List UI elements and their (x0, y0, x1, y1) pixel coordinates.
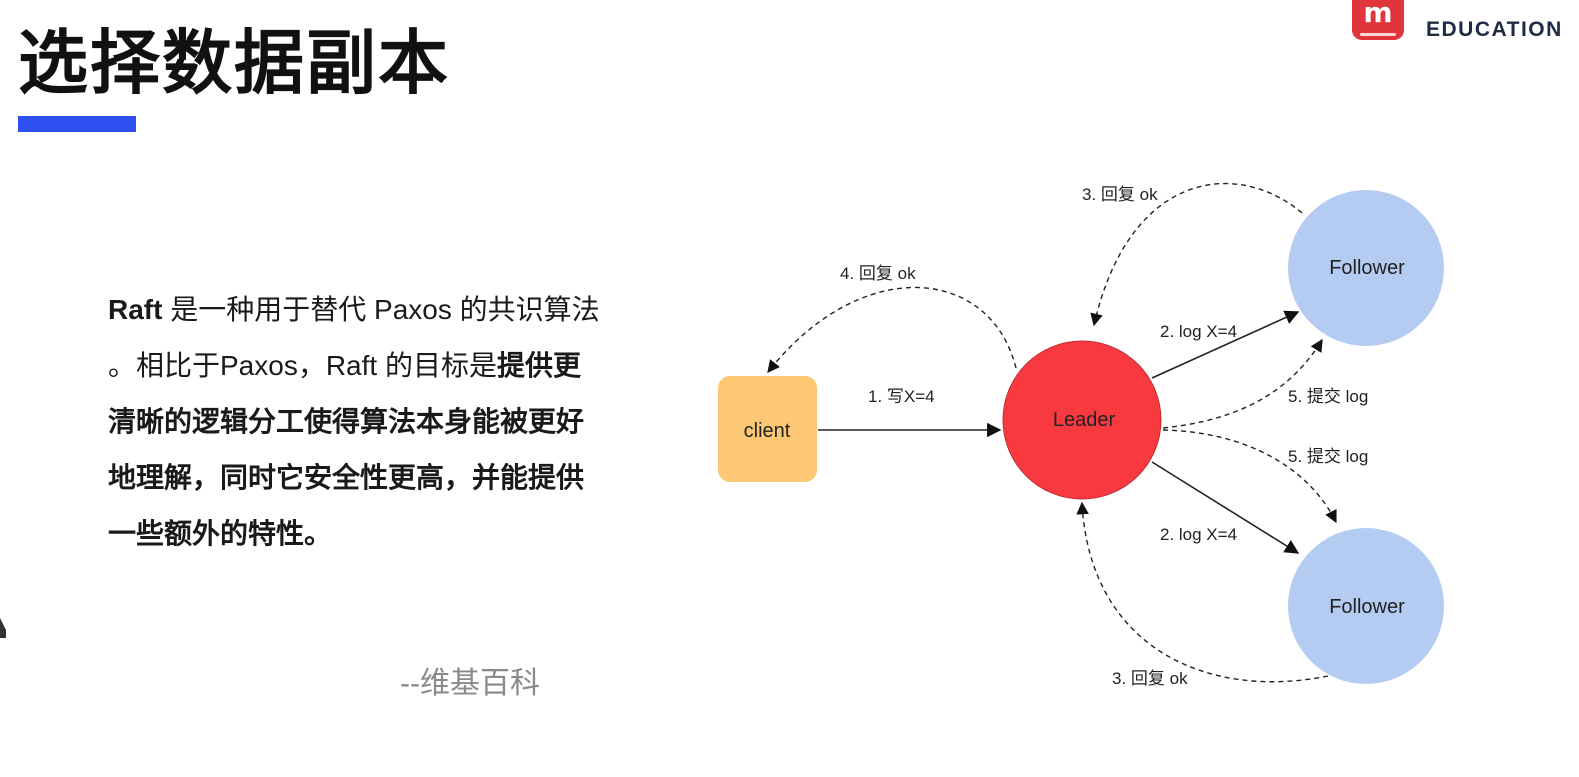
edge-log-top (1151, 310, 1300, 379)
description-text: 是一种用于替代 Paxos 的共识算法 。相比于Paxos，Raft 的目标是 (108, 294, 600, 381)
follower-top-label: Follower (1329, 257, 1405, 279)
title-underline (18, 116, 136, 132)
brand-logo[interactable]: m EDUCATION (1352, 0, 1579, 60)
page-title: 选择数据副本 (18, 22, 450, 104)
follower-bottom-label: Follower (1329, 596, 1405, 618)
edge-fragment (0, 618, 6, 638)
edge-reply-top (1090, 182, 1303, 327)
label-reply-bottom: 3. 回复 ok (1112, 669, 1188, 688)
label-commit-top: 5. 提交 log (1288, 387, 1368, 406)
edge-commit-bottom (1162, 429, 1337, 524)
edge-reply-client (767, 286, 1017, 373)
raft-term: Raft (108, 294, 163, 325)
client-node[interactable] (718, 376, 817, 482)
raft-description: Raft 是一种用于替代 Paxos 的共识算法 。相比于Paxos，Raft … (108, 282, 608, 562)
quote-source: --维基百科 (400, 667, 540, 700)
label-commit-bottom: 5. 提交 log (1288, 447, 1368, 466)
client-label: client (744, 420, 791, 442)
follower-node-top[interactable] (1288, 190, 1444, 346)
follower-node-bottom[interactable] (1288, 528, 1444, 684)
label-log-top: 2. log X=4 (1160, 322, 1237, 341)
label-reply-client: 4. 回复 ok (840, 264, 916, 283)
label-reply-top: 3. 回复 ok (1082, 185, 1158, 204)
pingcap-logo-icon: m (1352, 0, 1404, 40)
logo-text: EDUCATION (1426, 18, 1563, 41)
edge-log-bottom (1151, 461, 1300, 554)
label-log-bottom: 2. log X=4 (1160, 525, 1237, 544)
leader-label: Leader (1053, 409, 1116, 431)
edge-commit-top (1162, 338, 1323, 429)
description-emphasis: 提供更清晰的逻辑分工使得算法本身能被更好地理解，同时它安全性更高，并能提供一些额… (108, 350, 585, 549)
edge-reply-bottom (1076, 501, 1329, 683)
label-write: 1. 写X=4 (868, 387, 935, 406)
leader-node[interactable] (1002, 340, 1162, 500)
